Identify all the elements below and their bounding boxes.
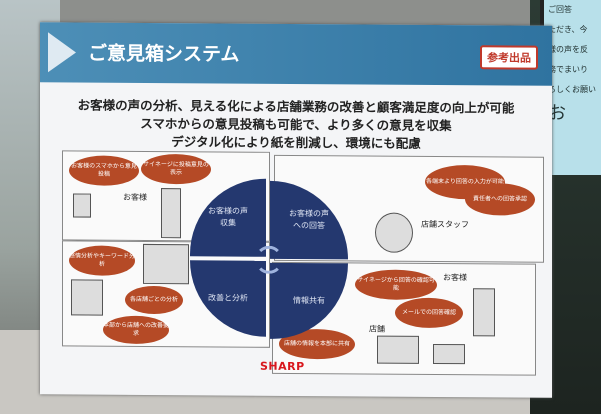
buildings-icon xyxy=(377,335,419,364)
analysis-illustration xyxy=(71,279,103,316)
mail-icon xyxy=(433,343,465,365)
bubble: メールでの回答確認 xyxy=(395,297,463,329)
arrow-icon xyxy=(48,32,76,73)
quadrant-label: お客様の声 収集 xyxy=(208,206,248,228)
bubble: 感情分析やキーワード分析 xyxy=(69,245,135,276)
label-customer: お客様 xyxy=(443,273,467,283)
monitor-line: ろしくお願い xyxy=(548,85,596,94)
meeting-illustration xyxy=(143,243,189,285)
label-staff: 店舗スタッフ xyxy=(421,219,469,230)
monitor-big-text: お xyxy=(548,103,566,124)
signboard: ご意見箱システム 参考出品 お客様の声の分析、見える化による店舗業務の改善と顧客… xyxy=(40,22,552,398)
staff-illustration xyxy=(375,212,413,253)
bubble: 責任者への回答承認 xyxy=(465,183,535,216)
monitor-line: 様の声を反 xyxy=(548,45,588,54)
bubble: お客様のスマホから意見投稿 xyxy=(69,155,139,186)
quadrant-label: 情報共有 xyxy=(293,295,325,306)
sign-header: ご意見箱システム 参考出品 xyxy=(40,22,552,86)
bubble: サイネージから回答の確認可能 xyxy=(355,269,437,300)
sharp-logo: SHARP xyxy=(260,359,305,374)
quadrant-label: 改善と分析 xyxy=(208,293,248,303)
monitor-line: 務でまいり xyxy=(548,65,588,74)
smartphone-icon xyxy=(73,193,91,218)
bubble: 本部から店舗への改善要求 xyxy=(103,315,169,345)
monitor-line: ご回答 xyxy=(548,5,572,14)
lead-line: デジタル化により紙を削減し、環境にも配慮 xyxy=(171,134,421,151)
monitor-line: ただき、今 xyxy=(548,25,588,34)
exhibit-badge: 参考出品 xyxy=(480,45,538,70)
bubble: 各店舗ごとの分析 xyxy=(125,285,183,315)
sign-title: ご意見箱システム xyxy=(88,42,240,66)
bubble: サイネージに投稿意見の表示 xyxy=(141,153,211,185)
quadrant-label: お客様の声 への回答 xyxy=(289,208,329,231)
signage-icon xyxy=(161,188,181,239)
label-store: 店舗 xyxy=(369,324,385,334)
cycle-icon xyxy=(255,245,283,274)
label-customer: お客様 xyxy=(123,192,147,202)
signage-icon xyxy=(473,288,495,337)
